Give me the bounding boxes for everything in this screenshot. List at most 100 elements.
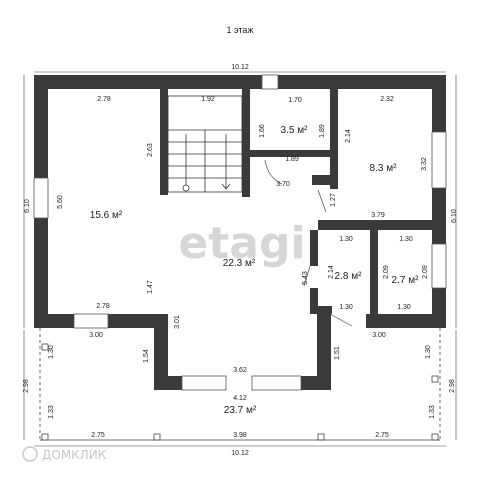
dim-bath1-bottom: 1.30 [339, 304, 353, 311]
wall-bay-left-top [134, 314, 168, 328]
area-bath1: 2.8 м² [335, 271, 363, 282]
dim-bay-right-bottom: 3.00 [372, 332, 386, 339]
dim-small-bottom-width: 1.89 [285, 156, 299, 163]
wall-corridor-stub [312, 175, 330, 185]
dim-terrace-right-bottom: 1.33 [429, 405, 436, 419]
stair-start-icon [182, 184, 190, 192]
door-right-room [317, 189, 327, 213]
etagi-watermark: etagi [178, 218, 305, 269]
post-icon [41, 433, 49, 441]
door-bath1 [303, 265, 311, 287]
door-small-room [264, 159, 283, 185]
dim-top-total: 10.12 [231, 64, 249, 71]
window-bottom-left [73, 313, 109, 329]
stair-arrow-icon [221, 183, 231, 190]
wall-stair-left [160, 89, 168, 195]
wall-small-room-bottom [250, 150, 330, 157]
walls [34, 75, 446, 390]
dim-living-depth: 5.60 [57, 195, 64, 209]
dim-room-right-width: 2.32 [380, 96, 394, 103]
dim-living-inner: 2.63 [147, 143, 154, 157]
dim-living-width: 2.78 [97, 96, 111, 103]
dim-bath-wall: 5.43 [302, 271, 309, 285]
window-bay-2 [251, 375, 302, 391]
wall-bottom-left [34, 314, 74, 328]
window-bay-1 [181, 375, 227, 391]
area-small-top: 3.5 м² [281, 125, 309, 136]
dim-bay-left-bottom: 3.00 [89, 332, 103, 339]
area-hall: 22.3 м² [223, 258, 256, 269]
window-right-bath [431, 243, 447, 289]
dim-terrace-bottom-mid: 3.98 [233, 432, 247, 439]
doors [107, 159, 353, 327]
window-right-room [431, 131, 447, 189]
window-left [33, 177, 49, 219]
door-bay-right [329, 313, 353, 327]
door-bay-left [107, 313, 133, 327]
dim-right-side: 6.10 [451, 209, 458, 223]
dim-hall-depth: 3.01 [174, 315, 181, 329]
dim-bottom-total: 10.12 [231, 450, 249, 457]
dim-room-right-bottom: 3.79 [371, 212, 385, 219]
dim-bay-left-depth: 1.54 [143, 349, 150, 363]
wall-bay-bottom-left [154, 376, 182, 390]
area-bath2: 2.7 м² [392, 275, 420, 286]
dim-small-top-width: 1.70 [288, 97, 302, 104]
wall-right-room-left [330, 89, 338, 189]
wall-bath-left-lower [310, 288, 318, 314]
dim-bath2-bottom: 1.30 [397, 304, 411, 311]
dim-door-gap: 1.27 [330, 193, 337, 207]
wall-bay-right [317, 314, 331, 390]
dim-bath-mid2: 2.09 [422, 265, 429, 279]
post-icon [431, 433, 439, 441]
dim-terrace-bottom-left: 2.75 [91, 432, 105, 439]
wall-right-room-bottom [318, 220, 432, 230]
dim-terrace-left-top: 1.30 [48, 345, 55, 359]
wall-bay-left [154, 314, 168, 390]
domklik-logo-icon [22, 446, 38, 462]
wall-bottom-right [366, 314, 446, 328]
wall-bath-left-upper [310, 230, 318, 266]
dim-terrace-bottom-right: 2.75 [375, 432, 389, 439]
dim-hall-left: 1.47 [147, 280, 154, 294]
area-living: 15.6 м² [90, 210, 123, 221]
dim-small-top-depth-left: 1.66 [259, 124, 266, 138]
dim-hall-bottom: 3.62 [233, 367, 247, 374]
post-icon [41, 343, 49, 351]
dim-corridor: 3.70 [276, 181, 290, 188]
dim-small-top-depth-right: 1.89 [319, 124, 326, 138]
terrace [39, 328, 441, 441]
wall-stair-right [242, 89, 250, 197]
dim-bay-left-width: 2.78 [96, 303, 110, 310]
area-terrace: 23.7 м² [224, 405, 257, 416]
dim-bath2-width: 1.30 [399, 236, 413, 243]
dim-hall-right-depth: 1.51 [334, 346, 341, 360]
post-icon [431, 375, 439, 383]
dim-bath1-width: 1.30 [339, 236, 353, 243]
windows [33, 74, 447, 391]
dimension-lines [23, 71, 457, 447]
domklik-watermark: ДОМКЛИК [22, 446, 107, 462]
wall-right [432, 75, 446, 328]
dim-terrace-left-bottom: 1.33 [48, 405, 55, 419]
dim-room-right-depth-left: 2.14 [345, 129, 352, 143]
dim-bath1-depth: 2.14 [328, 265, 335, 279]
post-icon [317, 433, 325, 441]
wall-top [34, 75, 446, 89]
window-top [261, 74, 279, 90]
dim-stair-width: 1.92 [201, 96, 215, 103]
floor-title: 1 этаж [227, 25, 254, 35]
dim-terrace-right-total: 2.98 [449, 379, 456, 393]
dim-terrace-left-total: 2.98 [23, 379, 30, 393]
dim-bath-mid1: 2.09 [383, 265, 390, 279]
wall-bath-bottom-stub [318, 306, 332, 314]
staircase [167, 95, 243, 193]
dim-left-side: 6.10 [24, 199, 31, 213]
domklik-text: ДОМКЛИК [42, 448, 107, 462]
post-icon [153, 433, 161, 441]
area-room-right: 8.3 м² [370, 163, 398, 174]
wall-bath-divider [370, 230, 378, 314]
dim-terrace-total-width: 4.12 [233, 395, 247, 402]
dim-room-right-depth-right: 3.32 [421, 157, 428, 171]
